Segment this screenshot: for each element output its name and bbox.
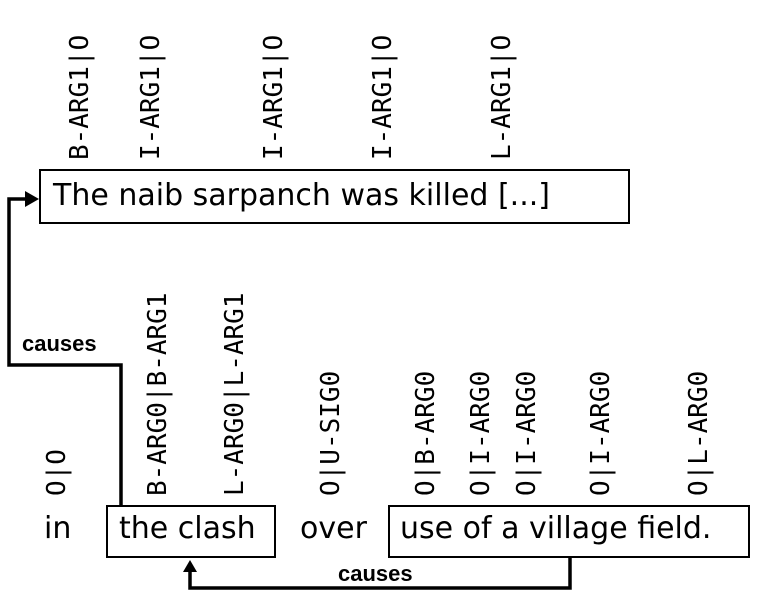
effect-span-box xyxy=(39,169,630,224)
bottom-causes-arrow xyxy=(188,558,572,590)
token-over: over xyxy=(300,511,367,546)
token-in: in xyxy=(44,511,72,546)
bottom-causes-label: causes xyxy=(338,561,413,586)
left-arrowhead xyxy=(25,191,39,207)
token-use-of-a-village-field: use of a village field. xyxy=(400,511,712,546)
left-causes-arrow xyxy=(7,197,123,505)
token-the-clash: the clash xyxy=(119,511,256,546)
clash-span-box xyxy=(106,505,276,558)
cause-span-box xyxy=(388,505,750,558)
bottom-arrowhead xyxy=(183,560,197,572)
left-causes-label: causes xyxy=(22,331,97,356)
effect-span-text: The naib sarpanch was killed [...] xyxy=(53,178,550,213)
